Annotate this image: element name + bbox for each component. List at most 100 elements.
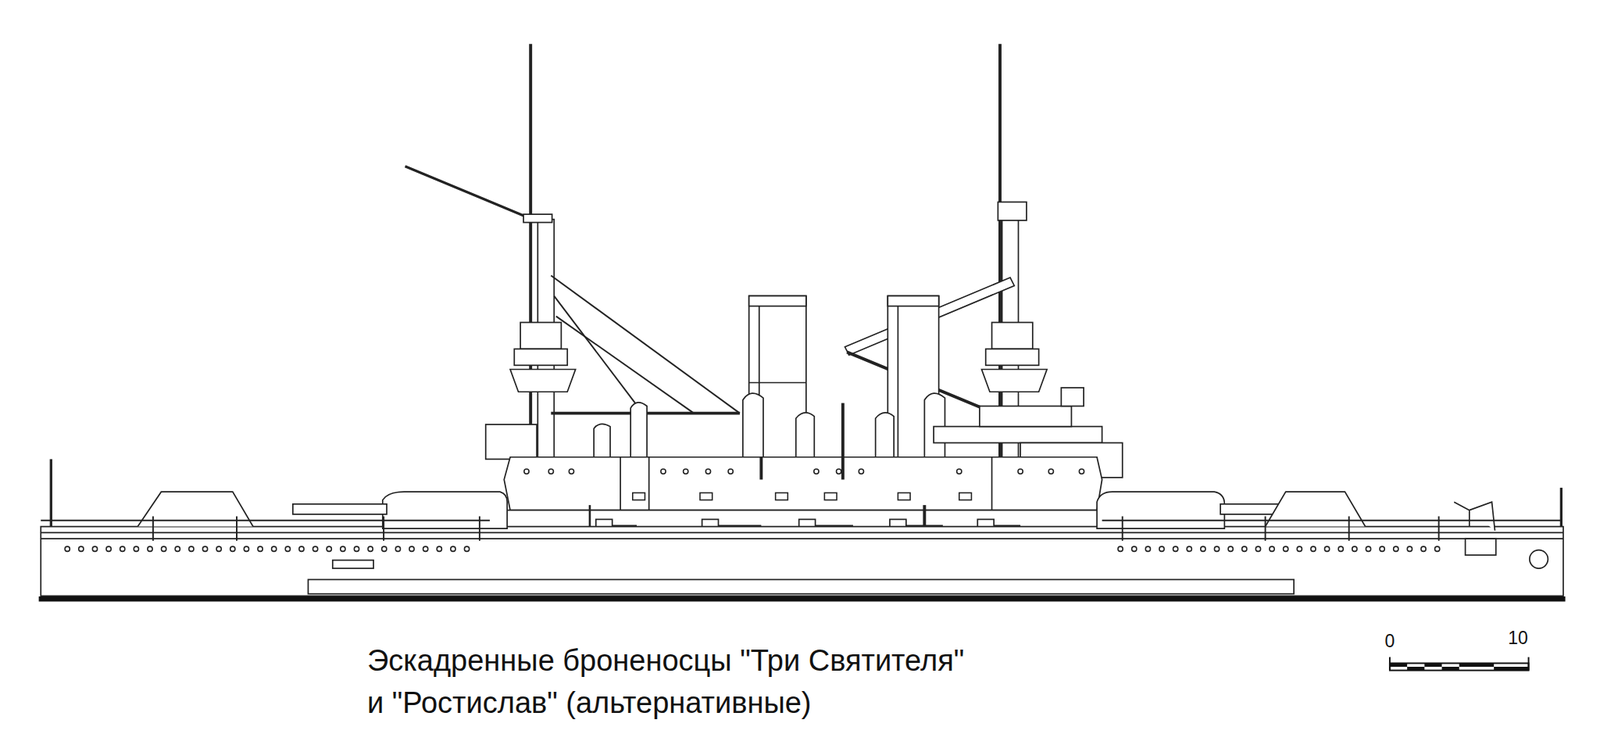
porthole (367, 546, 373, 551)
funnel-line (897, 306, 900, 461)
crosstree (523, 214, 553, 222)
porthole (524, 468, 529, 474)
bridge (933, 426, 1103, 443)
porthole (705, 468, 711, 474)
porthole (1283, 546, 1289, 551)
awning (137, 491, 254, 526)
porthole (230, 546, 236, 551)
waterline (39, 596, 1566, 602)
porthole (1310, 546, 1316, 551)
derrick (553, 296, 643, 414)
fighting-top (985, 348, 1040, 365)
funnel-cap (887, 296, 939, 307)
porthole (835, 468, 841, 474)
aft-bridge (485, 424, 537, 459)
porthole (64, 546, 70, 551)
porthole (1048, 468, 1054, 474)
porthole (1324, 546, 1329, 551)
porthole (1145, 546, 1150, 551)
ensign-staff (50, 458, 53, 526)
porthole (1379, 546, 1385, 551)
porthole (683, 468, 689, 474)
window (897, 492, 911, 500)
anchor (1465, 538, 1497, 555)
panel-line (619, 457, 622, 511)
porthole (1421, 546, 1426, 551)
porthole (1117, 546, 1123, 551)
porthole (1173, 546, 1179, 551)
funnel-cap (749, 296, 807, 307)
porthole (858, 468, 864, 474)
porthole (1255, 546, 1261, 551)
porthole (1200, 546, 1206, 551)
porthole (1132, 546, 1137, 551)
aft-turret (382, 491, 508, 529)
ship-drawing (40, 43, 1564, 596)
porthole (409, 546, 415, 551)
porthole (216, 546, 222, 551)
ventilator (630, 402, 647, 461)
fighting-top (514, 348, 568, 365)
main-gun (292, 503, 387, 515)
porthole (353, 546, 359, 551)
hull-port (332, 560, 374, 568)
porthole (1338, 546, 1343, 551)
porthole (548, 468, 554, 474)
porthole (243, 546, 249, 551)
porthole (92, 546, 97, 551)
porthole (568, 468, 574, 474)
porthole (1017, 468, 1023, 474)
porthole (1242, 546, 1247, 551)
armour-belt (307, 578, 1294, 593)
hawse-pipe (1529, 550, 1549, 568)
derrick (556, 316, 694, 414)
rail (1102, 519, 1562, 522)
porthole (326, 546, 332, 551)
porthole (1365, 546, 1371, 551)
porthole (285, 546, 290, 551)
aft-mast (528, 43, 533, 459)
porthole (1186, 546, 1192, 551)
porthole (660, 468, 666, 474)
ventilator (875, 412, 895, 461)
porthole (1228, 546, 1233, 551)
porthole (257, 546, 263, 551)
porthole (1407, 546, 1412, 551)
window (700, 492, 713, 500)
porthole (814, 468, 819, 474)
gaff (405, 166, 533, 220)
scale-label: 0 (1385, 630, 1396, 651)
porthole (147, 546, 153, 551)
derrick (550, 275, 740, 413)
porthole (175, 546, 180, 551)
porthole (271, 546, 277, 551)
porthole (728, 468, 733, 474)
porthole (423, 546, 429, 551)
superstructure (503, 457, 1102, 511)
fore-turret (1096, 491, 1225, 529)
crosstree (997, 201, 1027, 220)
deck-line (40, 532, 1564, 534)
porthole (450, 546, 456, 551)
porthole (957, 468, 962, 474)
scale-label: 10 (1507, 627, 1529, 648)
porthole (1214, 546, 1219, 551)
porthole (120, 546, 125, 551)
funnel-band (749, 382, 807, 384)
window (775, 492, 789, 500)
fighting-top (992, 321, 1033, 349)
porthole (1269, 546, 1275, 551)
porthole (1352, 546, 1358, 551)
fighting-top (520, 321, 561, 349)
porthole (1296, 546, 1302, 551)
chart-house (979, 406, 1072, 427)
awning (1265, 491, 1366, 526)
ventilator (796, 412, 815, 461)
porthole (202, 546, 208, 551)
portholes (64, 468, 1440, 551)
panel-line (991, 457, 993, 511)
porthole (312, 546, 318, 551)
davit (841, 403, 845, 480)
porthole (464, 546, 469, 551)
